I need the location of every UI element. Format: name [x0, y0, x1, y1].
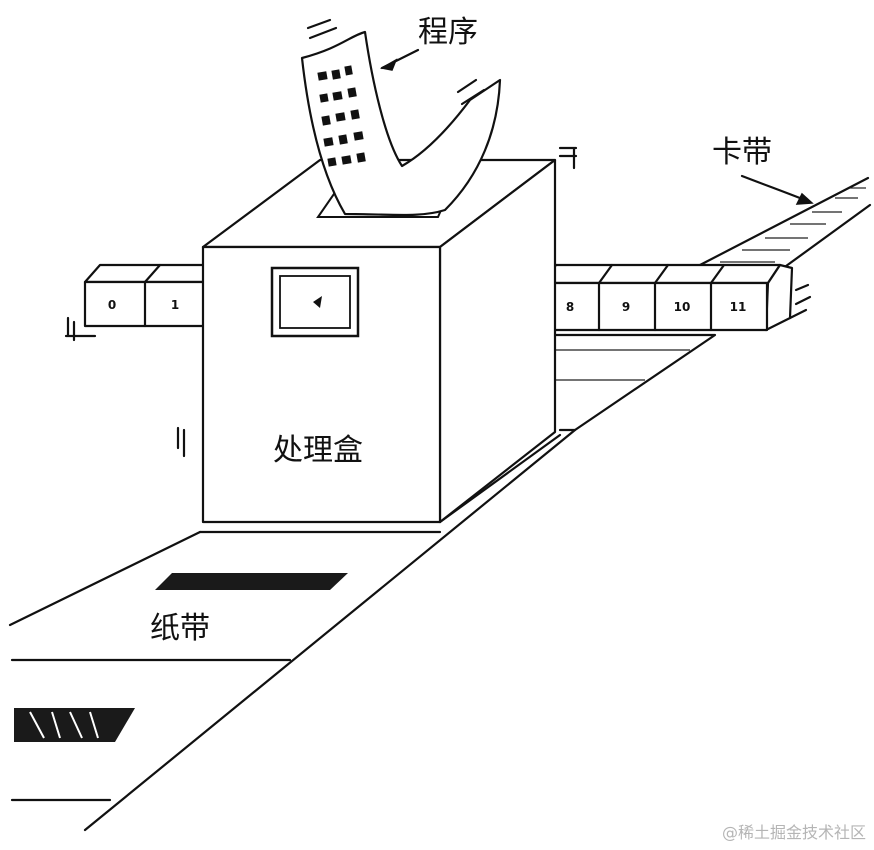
left-cell-strip: 0 1: [66, 265, 205, 340]
tape-mark-bottom: [14, 708, 135, 742]
right-cell-10: 10: [674, 300, 691, 314]
program-callout: 程序: [382, 15, 478, 70]
program-label: 程序: [418, 15, 478, 50]
tape-mark-top: [155, 573, 348, 590]
tape-card-label: 卡带: [712, 135, 772, 170]
watermark-text: @稀土掘金技术社区: [722, 823, 866, 842]
right-cell-9: 9: [622, 300, 630, 314]
tape-card-callout: 卡带: [712, 135, 812, 204]
left-cell-0: 0: [108, 298, 116, 312]
display-screen-icon: [272, 268, 358, 336]
right-cell-11: 11: [730, 300, 747, 314]
right-cell-8: 8: [566, 300, 574, 314]
left-cell-1: 1: [171, 298, 179, 312]
processing-box-label: 处理盒: [273, 433, 363, 468]
paper-tape-label: 纸带: [150, 611, 210, 646]
